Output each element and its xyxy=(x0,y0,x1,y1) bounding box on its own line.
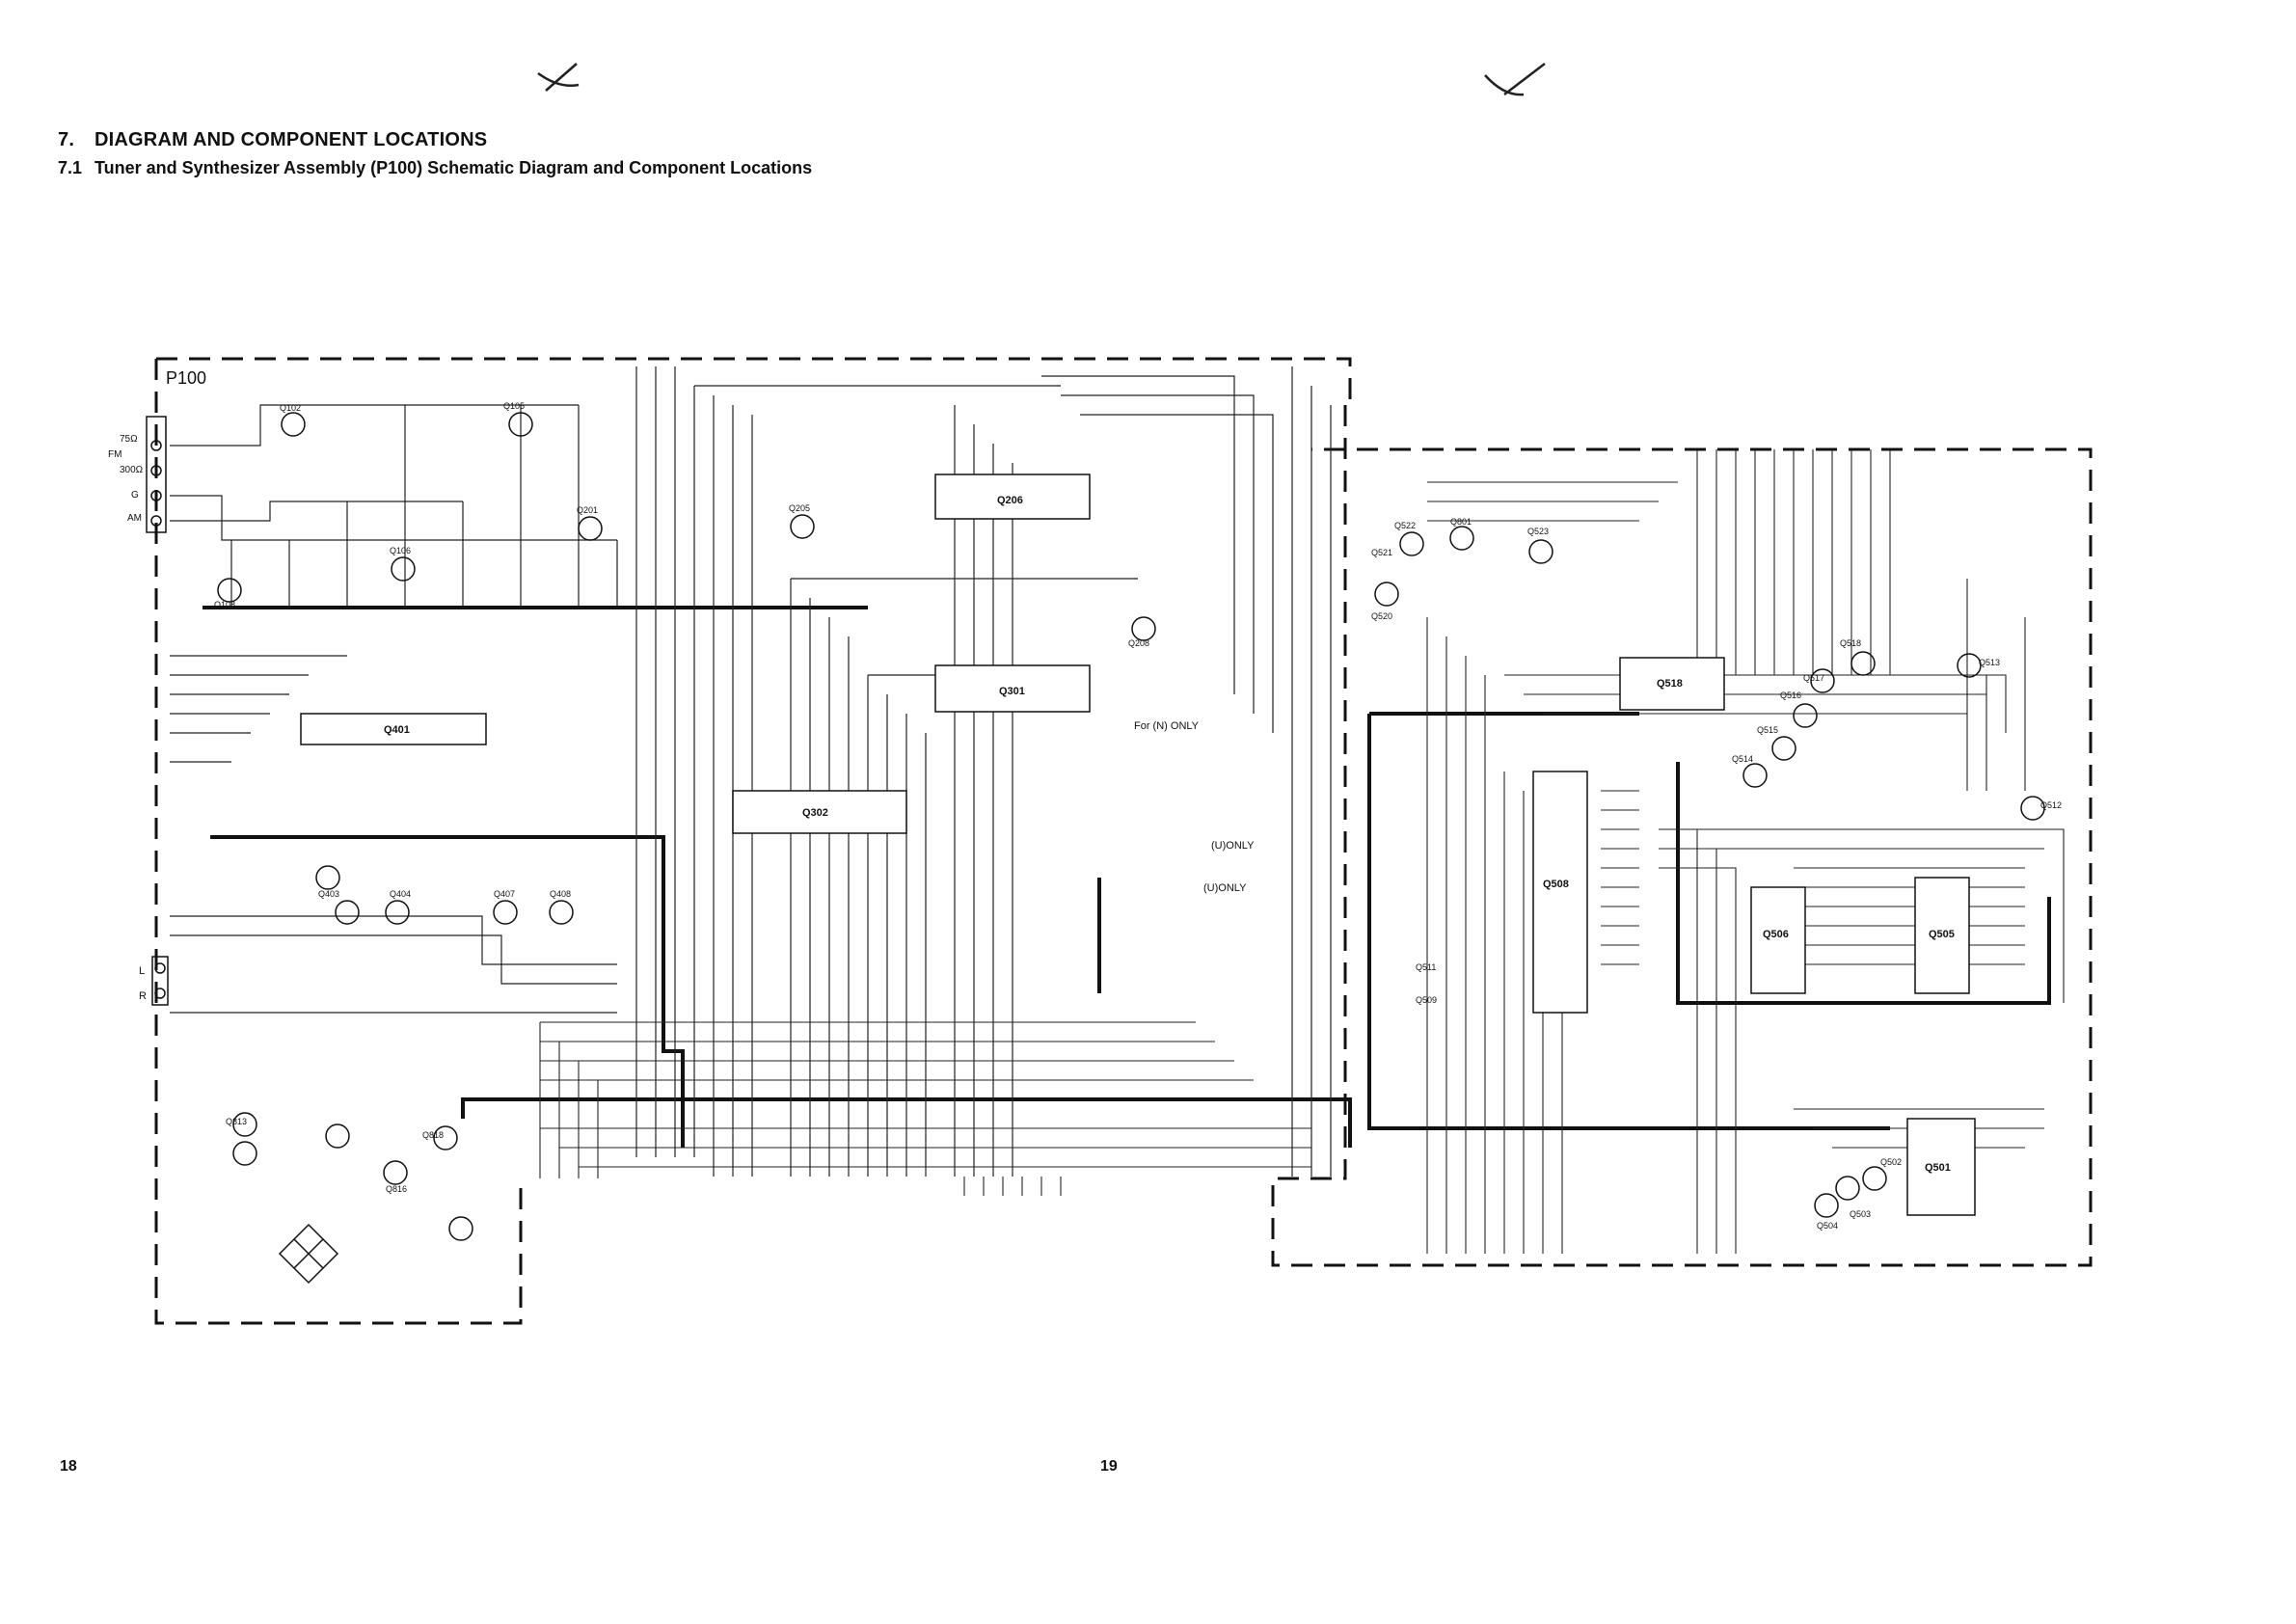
ic-label-q302: Q302 xyxy=(802,807,828,819)
antenna-terminal xyxy=(146,416,167,533)
transistor-label: Q816 xyxy=(386,1184,407,1194)
ic-q508 xyxy=(1532,771,1588,1014)
page-number-left: 18 xyxy=(60,1458,77,1475)
ic-q506 xyxy=(1750,886,1806,994)
antenna-label-75: 75Ω xyxy=(120,434,138,445)
board-label: P100 xyxy=(166,368,206,388)
board-outline xyxy=(154,357,2093,1325)
ic-q301 xyxy=(934,664,1091,713)
note-fm-only: For (N) ONLY xyxy=(1134,720,1200,732)
ic-q518 xyxy=(1619,657,1725,711)
antenna-label-300: 300Ω xyxy=(120,465,144,475)
ground-bus xyxy=(203,606,2051,1148)
transistor-label: Q516 xyxy=(1780,690,1801,700)
transistor-label: Q106 xyxy=(390,546,411,555)
transistor-label: Q513 xyxy=(1979,658,2000,667)
bridge-rectifier xyxy=(278,1223,339,1285)
ic-label-q518: Q518 xyxy=(1657,678,1683,690)
ic-q302 xyxy=(732,790,907,834)
transistor-label: Q502 xyxy=(1880,1157,1902,1167)
transistor-label: Q509 xyxy=(1416,995,1437,1005)
subsection-title: Tuner and Synthesizer Assembly (P100) Sc… xyxy=(95,158,813,177)
ic-q501 xyxy=(1906,1118,1976,1216)
transistor-label: Q511 xyxy=(1416,962,1436,972)
antenna-label-fm: FM xyxy=(108,449,122,460)
subsection-number: 7.1 xyxy=(58,158,83,177)
transistor-label: Q813 xyxy=(226,1117,247,1126)
transistor-label: Q408 xyxy=(550,889,571,899)
antenna-label-am: AM xyxy=(127,513,142,524)
section-subheading: 7.1 Tuner and Synthesizer Assembly (P100)… xyxy=(58,158,812,178)
tuner-wiring xyxy=(170,366,1332,1177)
ic-label-q401: Q401 xyxy=(384,724,410,736)
ic-label-q501: Q501 xyxy=(1925,1162,1951,1174)
section-title: DIAGRAM AND COMPONENT LOCATIONS xyxy=(95,129,488,150)
output-label-r: R xyxy=(139,990,147,1002)
transistor-label: Q201 xyxy=(577,505,598,515)
transistor-label: Q108 xyxy=(214,600,235,609)
transistor-label: Q801 xyxy=(1450,517,1472,527)
transistor-label: Q518 xyxy=(1840,638,1861,648)
ic-label-q505: Q505 xyxy=(1929,929,1955,940)
transistor-label: Q522 xyxy=(1394,521,1416,530)
control-bus xyxy=(539,1021,1311,1196)
transistor-label: Q102 xyxy=(280,403,301,413)
synth-wiring xyxy=(1426,449,2065,1254)
ic-q505 xyxy=(1914,877,1970,994)
ic-label-q506: Q506 xyxy=(1763,929,1789,940)
antenna-label-g: G xyxy=(131,490,139,501)
section-number: 7. xyxy=(58,129,75,150)
transistor-label: Q818 xyxy=(422,1130,444,1140)
output-jacks xyxy=(151,956,169,1006)
transistor-label: Q208 xyxy=(1128,638,1149,648)
transistor-label: Q512 xyxy=(2040,800,2062,810)
transistor-label: Q404 xyxy=(390,889,411,899)
ic-label-q206: Q206 xyxy=(997,495,1023,506)
transistor-label: Q407 xyxy=(494,889,515,899)
page-number-right: 19 xyxy=(1100,1458,1118,1475)
transistor-label: Q105 xyxy=(503,401,525,411)
ic-label-q301: Q301 xyxy=(999,686,1025,697)
note-u-only: (U)ONLY xyxy=(1211,840,1255,852)
ic-label-q508: Q508 xyxy=(1543,879,1569,890)
transistor-label: Q403 xyxy=(318,889,339,899)
integrated-circuits xyxy=(300,474,1976,1216)
transistor-label: Q514 xyxy=(1732,754,1753,764)
ic-q206 xyxy=(934,474,1091,520)
transistor-symbols xyxy=(217,412,2045,1241)
transistor-label: Q520 xyxy=(1371,611,1392,621)
note-u-only-2: (U)ONLY xyxy=(1203,882,1247,894)
transistor-label: Q523 xyxy=(1527,527,1549,536)
transistor-label: Q205 xyxy=(789,503,810,513)
transistor-label: Q504 xyxy=(1817,1221,1838,1231)
transistor-label: Q515 xyxy=(1757,725,1778,735)
transistor-label: Q517 xyxy=(1803,673,1824,683)
section-heading: 7. DIAGRAM AND COMPONENT LOCATIONS xyxy=(58,129,487,151)
output-label-l: L xyxy=(139,965,145,977)
transistor-label: Q521 xyxy=(1371,548,1392,557)
transistor-label: Q503 xyxy=(1850,1209,1871,1219)
ic-q401 xyxy=(300,713,487,745)
